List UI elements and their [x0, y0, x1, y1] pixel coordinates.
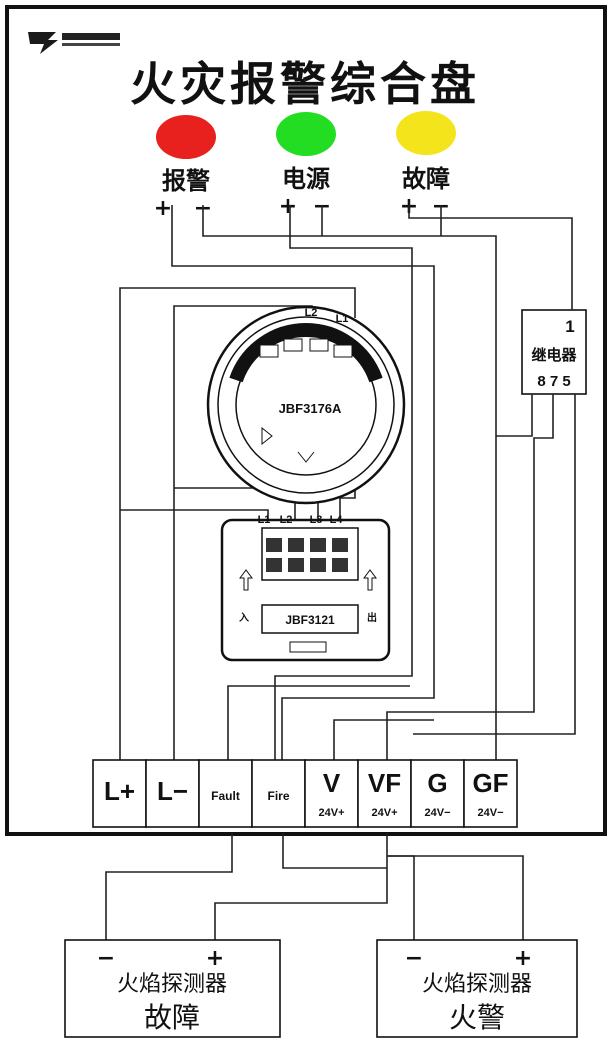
relay-box	[521, 309, 587, 395]
smoke-detector: JBF3176A L2 L1	[206, 305, 406, 505]
terminal-label: G	[427, 768, 447, 798]
relay-pins-875: 8 7 5	[537, 373, 570, 390]
terminal-8: GF 24V−	[463, 759, 518, 828]
terminal-voltage: 24V+	[372, 807, 398, 819]
brand-logo	[28, 32, 120, 54]
logo-mark-icon	[28, 32, 58, 54]
alarm-lamp	[156, 115, 216, 159]
base-terminal-l4: L4	[330, 514, 344, 526]
flame-fault-minus: −	[97, 946, 115, 971]
panel-title: 火灾报警综合盘	[130, 58, 480, 110]
terminal-1: L+	[92, 759, 147, 828]
up-arrow-icon	[363, 569, 377, 591]
detector-terminal-l2: L2	[305, 307, 318, 319]
flame-fault-role: 故障	[144, 1002, 200, 1033]
base-terminal-l1: L1	[258, 514, 271, 526]
flame-fire-plus: +	[514, 946, 532, 971]
base-terminal-l3: L3	[310, 514, 323, 526]
detector-terminal-l1: L1	[336, 313, 349, 325]
base-model: JBF3121	[285, 613, 335, 627]
terminal-label: V	[323, 768, 341, 798]
terminal-3: Fault	[198, 759, 253, 828]
indicator-fault: 故障 + −	[396, 111, 456, 219]
terminal-voltage: 24V+	[319, 807, 345, 819]
detector-model: JBF3176A	[279, 401, 342, 416]
terminal-label: L+	[104, 776, 135, 806]
base-terminal-l2: L2	[280, 514, 293, 526]
relay: 1 继电器 8 7 5	[521, 309, 587, 395]
terminal-6: VF 24V+	[357, 759, 412, 828]
indicator-power: 电源 + −	[276, 112, 336, 219]
terminal-voltage: 24V−	[478, 807, 504, 819]
power-lamp	[276, 112, 336, 156]
flame-fire-role: 火警	[449, 1002, 505, 1033]
flame-fire-name: 火焰探测器	[422, 971, 532, 996]
fault-lamp	[396, 111, 456, 155]
detector-arrow-icon	[261, 426, 273, 446]
flame-fault-plus: +	[206, 946, 224, 971]
base-left-mark: 入	[239, 612, 249, 624]
terminal-label: VF	[368, 768, 401, 798]
flame-detector-fault: − + 火焰探测器 故障	[64, 939, 281, 1038]
relay-pin-1: 1	[565, 317, 574, 336]
flame-detector-fire: − + 火焰探测器 火警	[376, 939, 578, 1038]
alarm-label: 报警	[162, 168, 210, 195]
terminal-label: Fault	[211, 789, 240, 803]
terminal-block: L+ L− Fault Fire V 24V+ VF 24V+ G 24V− GF 24V−	[92, 759, 518, 828]
terminal-4: Fire	[251, 759, 306, 828]
terminal-label: Fire	[267, 789, 289, 803]
terminal-2: L−	[145, 759, 200, 828]
terminal-label: GF	[472, 768, 508, 798]
up-arrow-icon	[239, 569, 253, 591]
power-label: 电源	[282, 166, 330, 193]
detector-base: L1 L2 L3 L4 JBF3121 入 出	[220, 514, 391, 662]
flame-fire-minus: −	[405, 946, 423, 971]
relay-label: 继电器	[531, 346, 577, 364]
base-right-mark: 出	[367, 611, 377, 624]
power-plus: +	[279, 194, 297, 219]
fault-label: 故障	[402, 165, 450, 193]
terminal-7: G 24V−	[410, 759, 465, 828]
flame-fault-name: 火焰探测器	[117, 971, 227, 996]
alarm-plus: +	[154, 196, 172, 221]
terminal-5: V 24V+	[304, 759, 359, 828]
terminal-voltage: 24V−	[425, 807, 451, 819]
terminal-label: L−	[157, 776, 188, 806]
